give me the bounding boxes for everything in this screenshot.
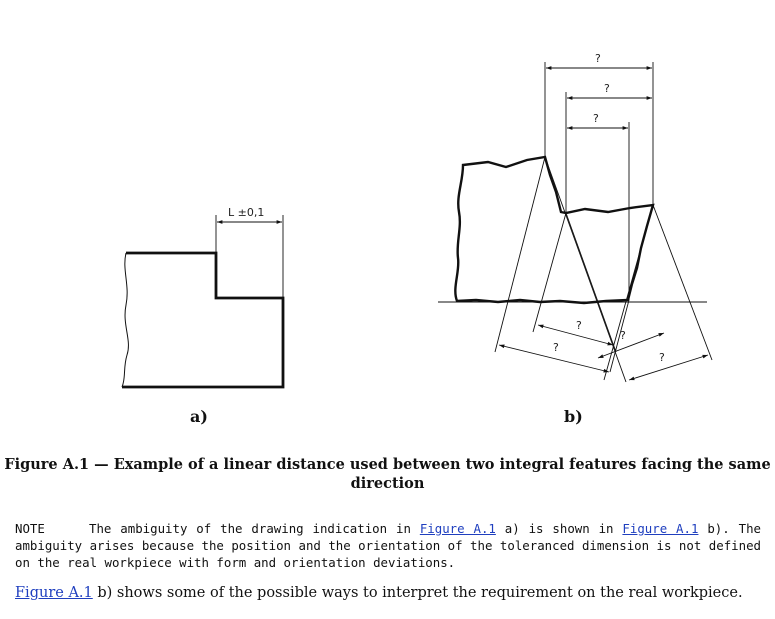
stepped-part-outline (122, 251, 285, 389)
drawing-a: L ±0,1 (121, 206, 285, 389)
construction-line (652, 204, 713, 361)
figure-link[interactable]: Figure A.1 (622, 521, 699, 536)
construction-line (494, 156, 546, 353)
construction-line (603, 204, 654, 381)
note-text: a) is shown in (495, 521, 623, 536)
body-paragraph: Figure A.1 b) shows some of the possible… (15, 585, 765, 601)
drawing-b (438, 62, 713, 383)
question-mark-label: ? (593, 112, 599, 125)
dimension-line (498, 344, 610, 373)
note-text: The ambiguity of the drawing indication … (89, 521, 420, 536)
figure-a1: L ±0,1 ? ? ? ? ? ? ? (121, 52, 713, 389)
paragraph-text: b) shows some of the possible ways to in… (92, 585, 743, 601)
note-text: b). The ambiguity arises because the pos… (15, 521, 762, 570)
question-mark-label: ? (553, 341, 559, 354)
break-line-left (121, 252, 129, 388)
drawing-b-labels: ? ? ? ? ? ? ? (553, 52, 665, 364)
question-mark-label: ? (620, 329, 626, 342)
dimension-tolerance-text: L ±0,1 (228, 206, 264, 219)
note-label: NOTE (15, 521, 45, 536)
question-mark-label: ? (595, 52, 601, 65)
question-mark-label: ? (659, 351, 665, 364)
figure-link[interactable]: Figure A.1 (419, 521, 496, 536)
real-workpiece-outline (454, 155, 655, 305)
figure-caption: Figure A.1 — Example of a linear distanc… (0, 455, 775, 493)
figure-link[interactable]: Figure A.1 (15, 585, 93, 601)
construction-line (532, 212, 567, 333)
caption-line: direction (350, 475, 425, 492)
note-paragraph: NOTE The ambiguity of the drawing indicat… (15, 520, 761, 571)
question-mark-label: ? (604, 82, 610, 95)
question-mark-label: ? (576, 319, 582, 332)
dimension-line (597, 332, 665, 359)
subfigure-label-a: a) (190, 407, 208, 426)
subfigure-label-b: b) (564, 407, 583, 426)
caption-line: Figure A.1 — Example of a linear distanc… (4, 456, 771, 473)
construction-line (565, 212, 617, 353)
dimension-line (628, 354, 709, 381)
